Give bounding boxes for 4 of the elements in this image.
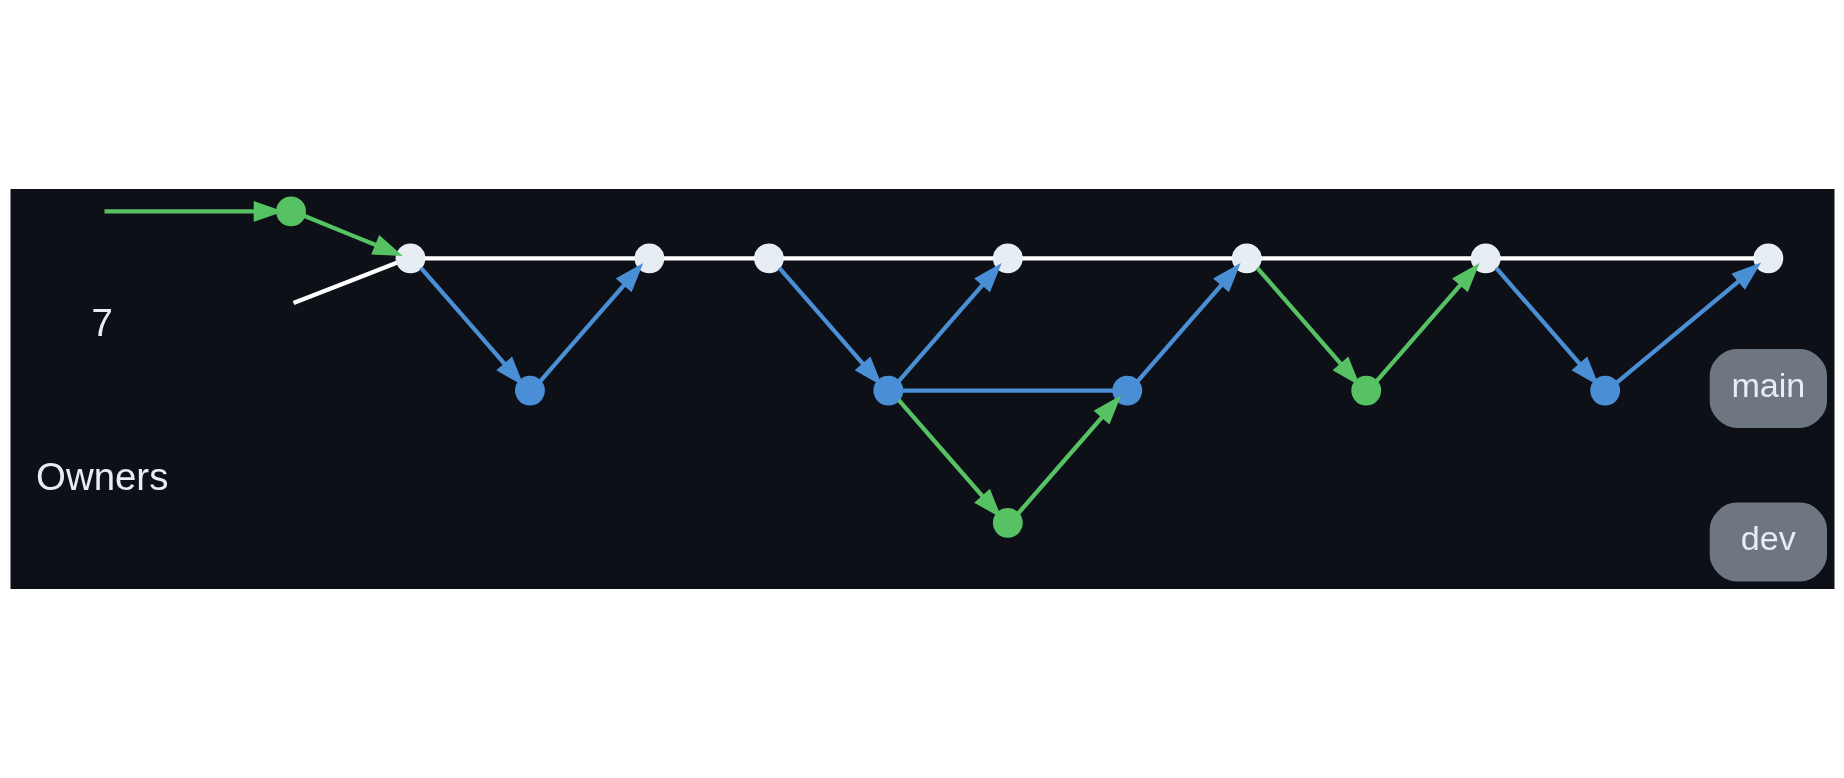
label: Owners [35, 454, 168, 498]
node-label: main [1730, 365, 1805, 404]
label: 7 [91, 300, 113, 344]
node-label: dev [1740, 519, 1796, 558]
